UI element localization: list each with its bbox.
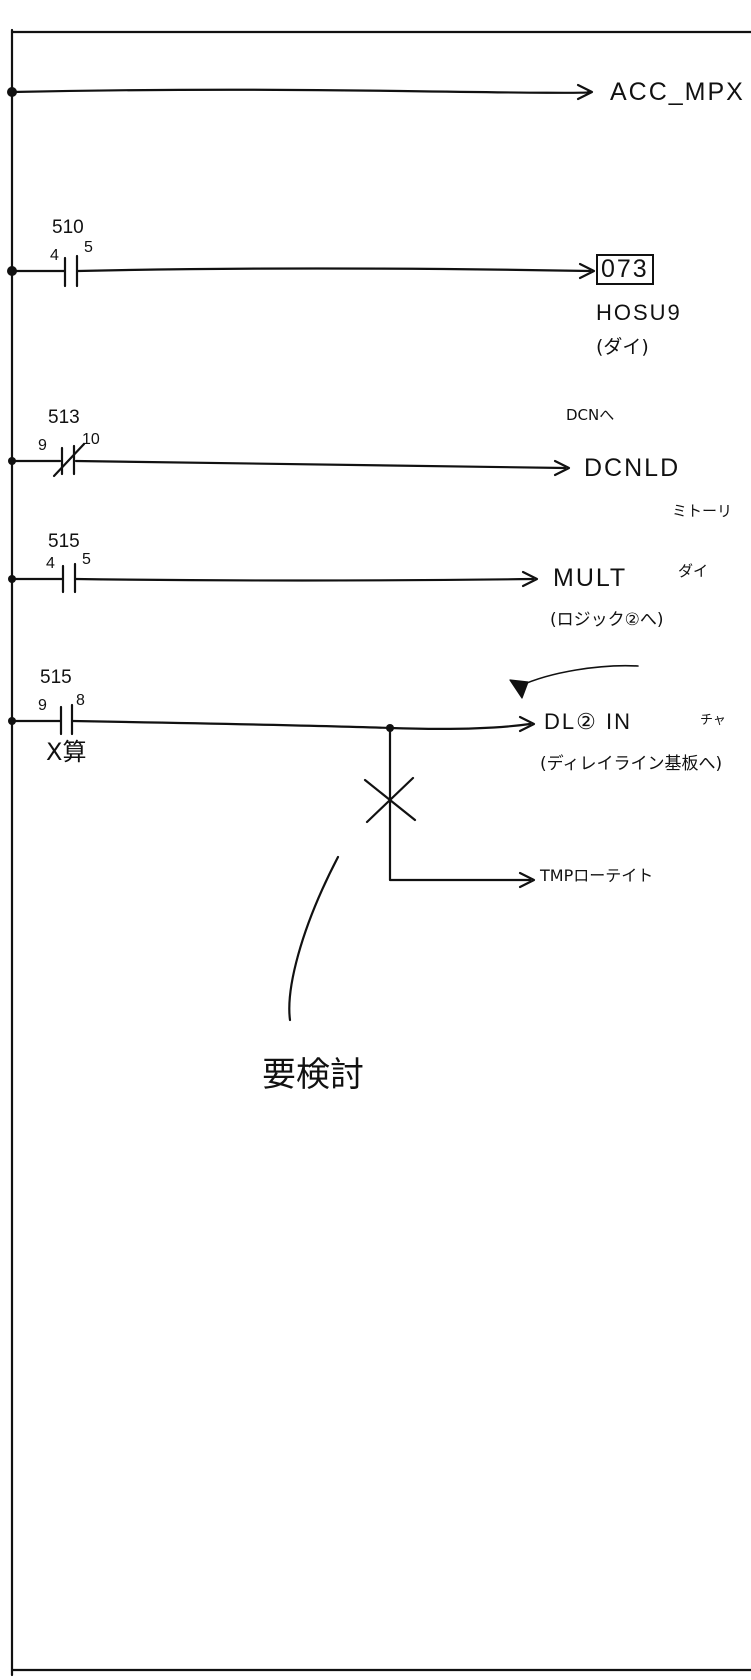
rung-4-pin-right: 5 xyxy=(82,551,91,568)
branch-arrow xyxy=(518,871,536,889)
annotation-text: 要検討 xyxy=(262,1055,364,1095)
rung-2-output-box: 073 xyxy=(596,254,654,285)
rung-4-wire-right xyxy=(74,577,535,582)
rung-4-output-label: MULT xyxy=(553,564,628,592)
rung-3-contact-slash xyxy=(52,442,86,478)
rung-5-pin-left: 9 xyxy=(38,697,47,714)
rung-5-contact-number: 515 xyxy=(40,667,72,688)
rung-2-pin-left: 4 xyxy=(50,247,59,264)
node-dot-4 xyxy=(8,575,16,583)
rung-3-contact-number: 513 xyxy=(48,407,80,428)
rung-4-contact-number: 515 xyxy=(48,531,80,552)
pointer-arrow-curve xyxy=(519,664,639,687)
rung-5-contact-sublabel: X算 xyxy=(46,738,87,766)
rung-4-pin-left: 4 xyxy=(46,555,55,572)
annotation-leader xyxy=(288,855,340,1022)
rung-2-contact-number: 510 xyxy=(52,217,84,238)
rung-3-pin-right: 10 xyxy=(82,431,100,448)
node-dot-2 xyxy=(7,266,17,276)
branch-wire xyxy=(388,726,532,882)
branch-node-dot xyxy=(386,724,394,732)
rung-2-wire-right xyxy=(76,267,592,273)
rung-3-output-label: DCNLD xyxy=(584,454,681,482)
rung-5-wire-right xyxy=(71,719,532,730)
rung-2-output-note: (ダイ) xyxy=(596,336,649,358)
rung-3-wire-right xyxy=(74,459,567,470)
rung-1-output-label: ACC_MPX xyxy=(610,78,745,106)
rung-5-output-suffix: チャ xyxy=(700,713,726,728)
rung-3-arrow xyxy=(553,459,571,477)
rung-3-output-below: ミトーリ xyxy=(672,502,733,520)
branch-cross-2 xyxy=(365,776,415,824)
rung-2-arrow xyxy=(578,262,596,280)
rung-2-pin-right: 5 xyxy=(84,239,93,256)
rung-5-output-note: (ディレイライン基板へ) xyxy=(540,754,723,774)
rung-5-arrow xyxy=(518,715,536,733)
pointer-arrow-head xyxy=(509,679,529,699)
rung-3-output-above: DCNへ xyxy=(566,406,615,424)
rung-4-arrow xyxy=(521,570,539,588)
rung-1-wire xyxy=(10,88,590,94)
node-dot-3 xyxy=(8,457,16,465)
rung-1-arrow xyxy=(576,83,594,101)
rung-3-pin-left: 9 xyxy=(38,437,47,454)
rung-4-output-note: (ロジック②へ) xyxy=(550,610,664,630)
rung-4-output-suffix: ダイ xyxy=(678,562,709,580)
rung-5-output-label: DL② IN xyxy=(544,709,632,734)
node-dot-1 xyxy=(7,87,17,97)
rung-2-output-label: HOSU9 xyxy=(596,300,682,325)
node-dot-5 xyxy=(8,717,16,725)
branch-output-label: TMPローテイト xyxy=(540,866,654,885)
rung-5-pin-right: 8 xyxy=(76,692,85,709)
